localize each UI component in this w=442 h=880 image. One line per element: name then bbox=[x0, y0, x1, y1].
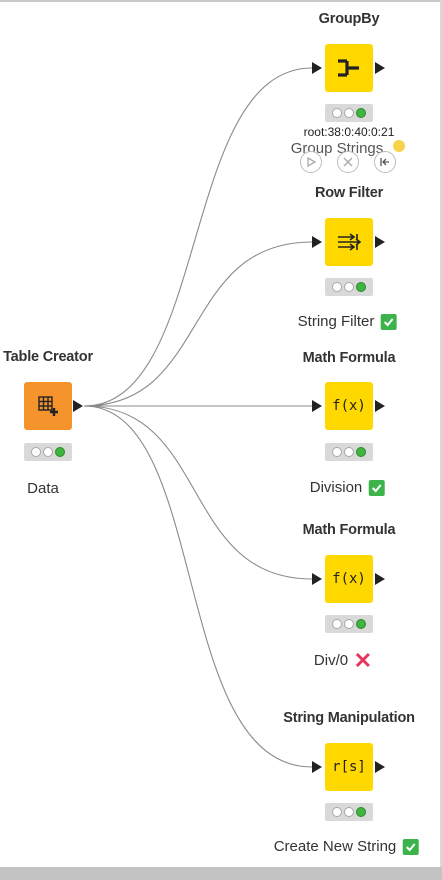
success-check-icon bbox=[368, 479, 385, 496]
error-cross-icon bbox=[354, 651, 372, 669]
node-title-groupby[interactable]: GroupBy bbox=[318, 11, 380, 27]
node-label-string-manipulation[interactable]: Create New String bbox=[274, 838, 419, 855]
node-label-table-creator[interactable]: Data bbox=[27, 480, 59, 497]
connection-to-row-filter[interactable] bbox=[83, 241, 313, 407]
node-label-math-formula-1[interactable]: Division bbox=[310, 479, 385, 496]
input-port-string-manipulation[interactable] bbox=[312, 761, 322, 773]
table-creator-icon bbox=[38, 396, 58, 416]
reset-button[interactable] bbox=[374, 151, 396, 173]
cancel-button[interactable] bbox=[337, 151, 359, 173]
execute-button[interactable] bbox=[300, 151, 322, 173]
input-port-groupby[interactable] bbox=[312, 62, 322, 74]
output-port-string-manipulation[interactable] bbox=[375, 761, 385, 773]
math-formula-icon: f(x) bbox=[332, 571, 366, 587]
node-title-math-formula-1[interactable]: Math Formula bbox=[302, 350, 396, 366]
node-groupby[interactable] bbox=[325, 44, 373, 92]
output-port-groupby[interactable] bbox=[375, 62, 385, 74]
connection-to-groupby[interactable] bbox=[83, 67, 313, 407]
input-port-math-formula-1[interactable] bbox=[312, 400, 322, 412]
horizontal-scrollbar[interactable] bbox=[0, 867, 442, 880]
input-port-math-formula-2[interactable] bbox=[312, 573, 322, 585]
node-label-math-formula-2[interactable]: Div/0 bbox=[314, 651, 372, 669]
success-check-icon bbox=[380, 313, 397, 330]
connection-to-math-formula-2[interactable] bbox=[83, 405, 313, 580]
right-border bbox=[440, 0, 442, 867]
status-indicator-math-formula-1 bbox=[325, 443, 373, 461]
math-formula-icon: f(x) bbox=[332, 398, 366, 414]
status-indicator-row-filter bbox=[325, 278, 373, 296]
output-port-math-formula-2[interactable] bbox=[375, 573, 385, 585]
node-label-row-filter[interactable]: String Filter bbox=[298, 313, 397, 330]
node-id-tooltip: root:38:0:40:0:21 bbox=[303, 125, 395, 139]
node-math-formula-1[interactable]: f(x) bbox=[325, 382, 373, 430]
node-table-creator[interactable] bbox=[24, 382, 72, 430]
output-port-math-formula-1[interactable] bbox=[375, 400, 385, 412]
node-title-table-creator[interactable]: Table Creator bbox=[3, 349, 93, 365]
output-port-table-creator[interactable] bbox=[73, 400, 83, 412]
success-check-icon bbox=[402, 838, 419, 855]
node-title-math-formula-2[interactable]: Math Formula bbox=[302, 522, 396, 538]
node-title-row-filter[interactable]: Row Filter bbox=[314, 185, 384, 201]
status-indicator-math-formula-2 bbox=[325, 615, 373, 633]
groupby-icon bbox=[338, 59, 359, 77]
top-border bbox=[0, 0, 442, 2]
node-title-string-manipulation[interactable]: String Manipulation bbox=[283, 710, 415, 726]
status-indicator-string-manipulation bbox=[325, 803, 373, 821]
node-row-filter[interactable] bbox=[325, 218, 373, 266]
string-manipulation-icon: r[s] bbox=[332, 759, 366, 775]
output-port-row-filter[interactable] bbox=[375, 236, 385, 248]
status-indicator-groupby bbox=[325, 104, 373, 122]
connection-to-string-manipulation[interactable] bbox=[83, 405, 313, 768]
cancel-icon bbox=[343, 157, 353, 167]
execute-icon bbox=[307, 156, 317, 168]
row-filter-icon bbox=[338, 233, 362, 251]
reset-icon bbox=[380, 158, 389, 166]
status-indicator-table-creator bbox=[24, 443, 72, 461]
node-string-manipulation[interactable]: r[s] bbox=[325, 743, 373, 791]
input-port-row-filter[interactable] bbox=[312, 236, 322, 248]
warning-icon bbox=[393, 140, 405, 152]
node-math-formula-2[interactable]: f(x) bbox=[325, 555, 373, 603]
